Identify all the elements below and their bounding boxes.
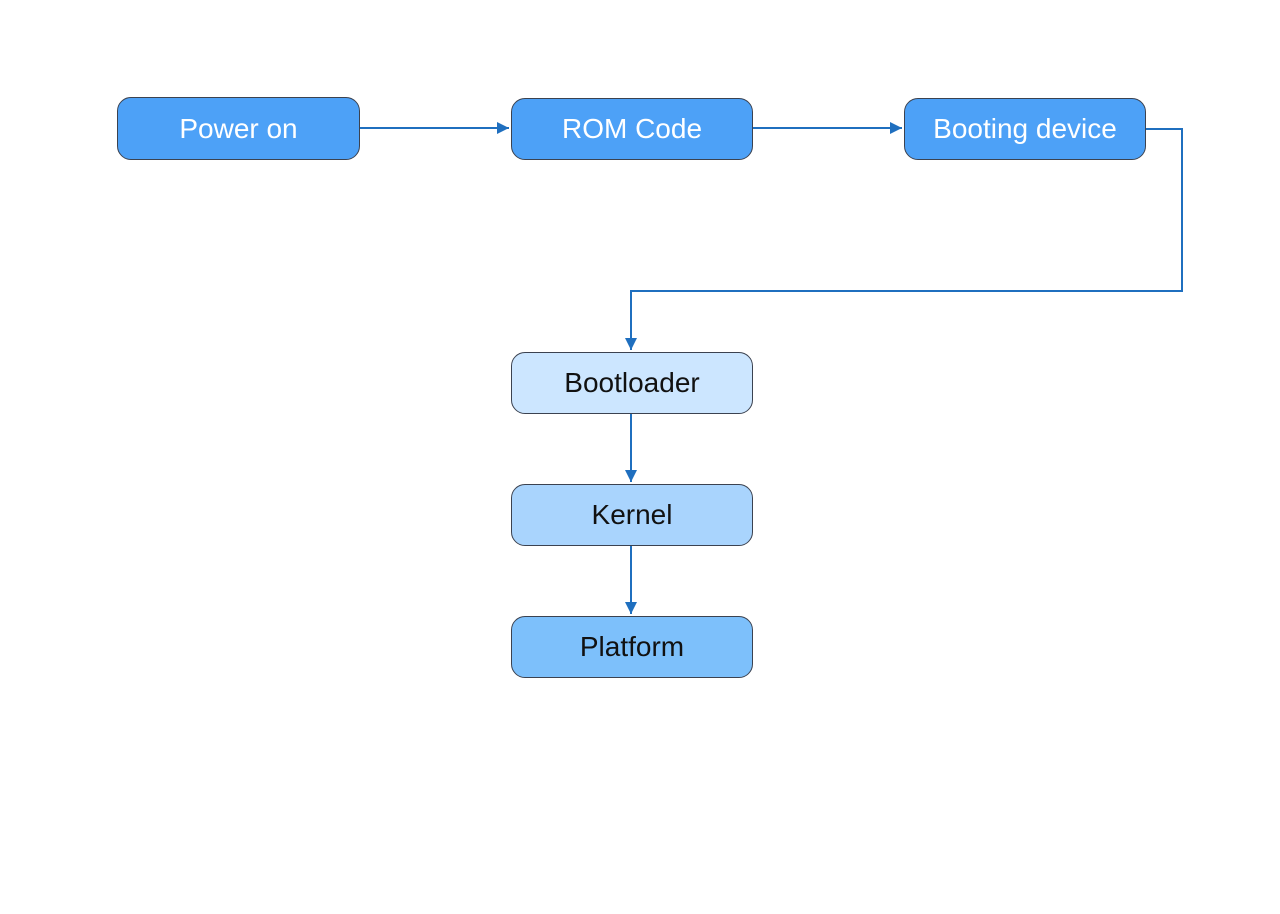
node-platform: Platform: [511, 616, 753, 678]
node-bootloader: Bootloader: [511, 352, 753, 414]
node-label: Power on: [179, 112, 298, 144]
node-booting-device: Booting device: [904, 98, 1146, 160]
node-label: ROM Code: [561, 113, 703, 144]
node-power-on: Power on: [117, 97, 360, 160]
node-label: Kernel: [591, 499, 673, 530]
node-label: Platform: [579, 631, 685, 662]
node-kernel: Kernel: [511, 484, 753, 546]
node-label: Booting device: [933, 113, 1117, 144]
node-label: Bootloader: [564, 367, 700, 398]
node-rom-code: ROM Code: [511, 98, 753, 160]
edge-booting-device-to-bootloader: [625, 128, 1183, 350]
